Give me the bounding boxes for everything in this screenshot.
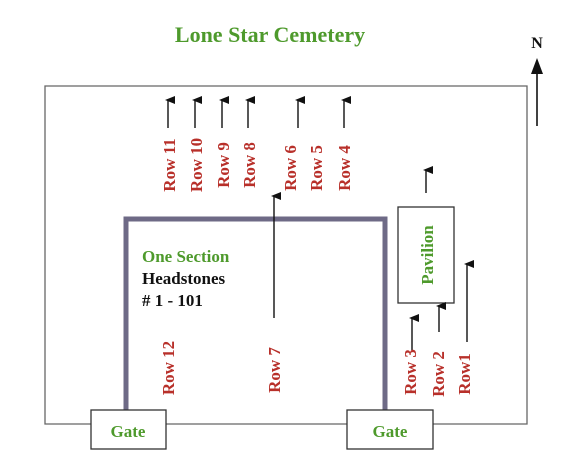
row-10: Row 10 xyxy=(187,96,206,192)
row-7-label: Row 7 xyxy=(265,347,284,393)
gate-right: Gate xyxy=(346,409,434,450)
gate-left: Gate xyxy=(90,409,167,450)
row-10-label: Row 10 xyxy=(187,138,206,192)
row-5-label: Row 5 xyxy=(307,145,326,191)
row-6: Row 6 xyxy=(281,96,305,191)
gate-right-label: Gate xyxy=(373,422,408,441)
map-title: Lone Star Cemetery xyxy=(175,22,365,47)
row-3-label: Row 3 xyxy=(401,349,420,395)
row-2: Row 2 xyxy=(429,302,448,397)
row-2-label: Row 2 xyxy=(429,351,448,397)
row-1: Row1 xyxy=(455,260,474,395)
row-5: Row 5 xyxy=(307,145,326,191)
section-headstones: Headstones xyxy=(142,269,226,288)
pavilion-label: Pavilion xyxy=(418,225,437,285)
section-boundary xyxy=(123,216,388,412)
row-12: Row 12 xyxy=(159,341,178,395)
row-8: Row 8 xyxy=(240,96,259,188)
section-range: # 1 - 101 xyxy=(142,291,203,310)
row-7: Row 7 xyxy=(265,192,284,393)
row-4-label: Row 4 xyxy=(335,145,354,191)
gate-left-label: Gate xyxy=(111,422,146,441)
row-1-label: Row1 xyxy=(455,353,474,395)
north-arrow-icon: N xyxy=(531,35,543,126)
row-3: Row 3 xyxy=(401,314,420,395)
row-11: Row 11 xyxy=(160,96,179,192)
row-4: Row 4 xyxy=(335,96,354,191)
row-6-label: Row 6 xyxy=(281,145,300,191)
row-12-label: Row 12 xyxy=(159,341,178,395)
section-name: One Section xyxy=(142,247,230,266)
row-11-label: Row 11 xyxy=(160,138,179,191)
pavilion: Pavilion xyxy=(397,206,455,304)
cemetery-boundary xyxy=(44,85,528,425)
row-9-label: Row 9 xyxy=(214,142,233,188)
north-label: N xyxy=(531,35,543,52)
row-9: Row 9 xyxy=(214,96,233,188)
row-8-label: Row 8 xyxy=(240,142,259,188)
